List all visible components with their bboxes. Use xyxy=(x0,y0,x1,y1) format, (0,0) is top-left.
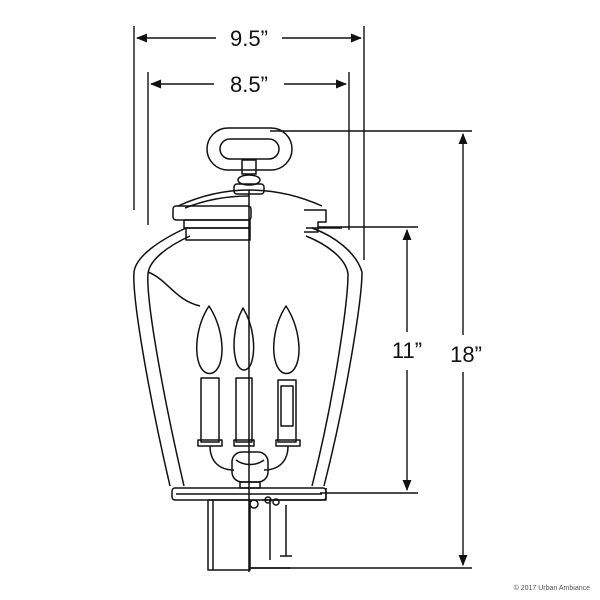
candle-center xyxy=(233,307,255,447)
total-height-label: 18” xyxy=(450,342,482,367)
dimension-inner-width xyxy=(147,72,350,230)
candle-left xyxy=(196,305,223,447)
candle-holder xyxy=(209,445,289,489)
dimension-total-height xyxy=(250,130,472,569)
inner-width-label: 8.5” xyxy=(230,72,268,97)
dimension-outer-width xyxy=(133,26,365,260)
body-height-label: 11” xyxy=(392,338,422,363)
outer-width-label: 9.5” xyxy=(230,26,268,51)
copyright-notice: © 2017 Urban Ambiance xyxy=(513,585,590,592)
lantern-cap xyxy=(172,189,342,241)
candle-right xyxy=(273,305,301,447)
dimension-body-height xyxy=(318,226,418,494)
lantern-frame-right xyxy=(305,227,363,487)
lantern-frame-left xyxy=(133,227,201,487)
post-sleeve xyxy=(207,499,292,571)
lantern-drawing xyxy=(133,127,363,572)
hanging-loop xyxy=(206,127,293,195)
